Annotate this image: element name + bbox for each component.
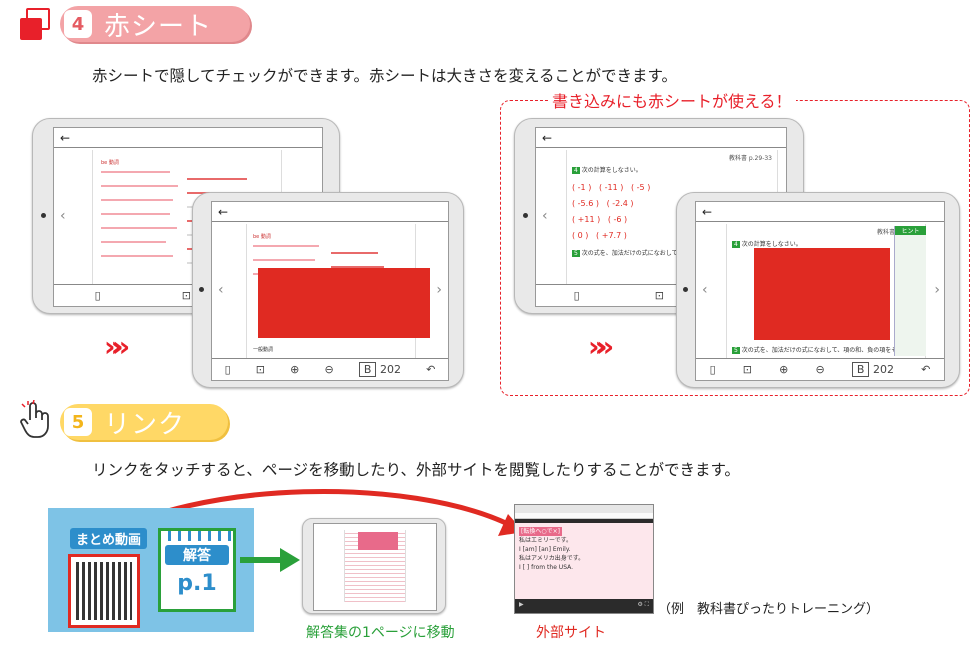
zoom-in-icon[interactable]: ⊕ <box>779 363 789 376</box>
section-4-header: 4 赤シート <box>60 6 250 42</box>
answer: -1 <box>577 183 586 192</box>
answer-link[interactable]: 解答 p.1 <box>158 528 236 612</box>
section-title: リンク <box>104 409 186 440</box>
section-number: 5 <box>64 408 92 436</box>
problem-number: 5 <box>572 250 580 257</box>
bottom-toolbar: ▯ ⊡ ⊕ ⊖ B 202 ↶ <box>696 358 944 380</box>
book-icon[interactable]: ▯ <box>573 289 580 302</box>
zoom-in-icon[interactable]: ⊕ <box>290 363 300 376</box>
answer: 0 <box>577 231 583 240</box>
site-line: 私はエミリーです。 <box>519 537 573 544</box>
answer: -5 <box>636 183 645 192</box>
site-line: 私はアメリカ出身です。 <box>519 555 585 562</box>
answer: -2.4 <box>612 199 628 208</box>
back-arrow-icon[interactable]: ← <box>60 130 71 145</box>
answer: -6 <box>613 215 622 224</box>
chevron-left-icon[interactable]: ‹ <box>218 282 224 298</box>
problem-number: 5 <box>732 347 740 354</box>
tablet-answer-book <box>302 518 446 614</box>
arrow-right-icon <box>240 548 300 572</box>
page-heading: be 動詞 <box>101 160 119 166</box>
tablet-red-sheet: ← be 動詞 一般動詞 ‹ › ▯ ⊡ ⊕ ⊖ B 202 ↶ <box>192 192 464 388</box>
chevron-left-icon[interactable]: ‹ <box>542 208 548 224</box>
answer: -11 <box>604 183 618 192</box>
chevron-left-icon[interactable]: ‹ <box>60 208 66 224</box>
top-bar: ← <box>212 202 448 222</box>
answer-page: p.1 <box>177 571 217 596</box>
zoom-out-icon[interactable]: ⊖ <box>815 363 825 376</box>
red-sheet-overlay[interactable] <box>258 268 430 338</box>
caption-external: 外部サイト <box>536 625 606 641</box>
book-icon[interactable]: ▯ <box>94 289 101 302</box>
tablet-writing-red-sheet: ← 教科書 p.29-33 4 次の計算をしなさい。 5 次の式を、加法だけの式… <box>676 192 960 388</box>
top-bar: ← <box>696 202 944 222</box>
back-arrow-icon[interactable]: ← <box>218 204 229 219</box>
page-indicator[interactable]: B 202 <box>358 362 401 377</box>
hint-label: ヒント <box>895 226 926 235</box>
section-5-description: リンクをタッチすると、ページを移動したり、外部サイトを閲覧したりすることができま… <box>92 461 740 479</box>
problem-text: 次の計算をしなさい。 <box>741 241 802 248</box>
red-sheet-overlay[interactable] <box>754 248 890 340</box>
site-line: I [ ] from the USA. <box>519 564 574 571</box>
fit-page-icon[interactable]: ⊡ <box>654 289 665 302</box>
problem-text: 次の式を、加法だけの式になおして、項の和、負の項をそれぞれ答 <box>741 347 922 354</box>
problem-number: 4 <box>572 167 580 174</box>
site-heading: [転換へ○で×] <box>519 527 562 536</box>
write-in-callout: 書き込みにも赤シートが使える！ <box>548 88 796 112</box>
zoom-out-icon[interactable]: ⊖ <box>324 363 334 376</box>
chevron-right-icon[interactable]: › <box>934 282 940 298</box>
section-5-header: 5 リンク <box>60 404 228 440</box>
video-controls[interactable]: ▶⚙ ⛶ <box>519 601 649 608</box>
chevron-right-icon[interactable]: › <box>436 282 442 298</box>
page-number: 202 <box>872 363 894 376</box>
qr-label: まとめ動画 <box>70 528 148 549</box>
example-note: （例 教科書ぴったりトレーニング） <box>658 602 880 617</box>
problem-number: 4 <box>732 241 740 248</box>
section-4-description: 赤シートで隠してチェックができます。赤シートは大きさを変えることができます。 <box>92 67 677 85</box>
site-line: I [am] [an] Emily. <box>519 546 571 553</box>
problem-text: 次の計算をしなさい。 <box>581 167 642 174</box>
book-icon[interactable]: ▯ <box>709 363 716 376</box>
arrow-chevrons-icon: »» <box>104 330 130 363</box>
answer: +11 <box>577 215 595 224</box>
top-bar: ← <box>536 128 786 148</box>
book-icon[interactable]: ▯ <box>224 363 231 376</box>
top-bar: ← <box>54 128 322 148</box>
arrow-chevrons-icon: »» <box>588 330 614 363</box>
answer: -5.6 <box>577 199 594 208</box>
section-title: 赤シート <box>104 11 213 42</box>
answer: +7.7 <box>601 231 622 240</box>
textbook-ref: 教科書 p.29-33 <box>876 229 920 236</box>
fit-page-icon[interactable]: ⊡ <box>181 289 192 302</box>
page-heading-2: 一般動詞 <box>253 347 274 353</box>
fit-page-icon[interactable]: ⊡ <box>742 363 753 376</box>
answer-label: 解答 <box>165 545 229 565</box>
problem-text: 次の式を、加法だけの式になおして、項の和、負の項をそれぞれ答 <box>581 250 762 257</box>
section-number: 4 <box>64 10 92 38</box>
fit-page-icon[interactable]: ⊡ <box>255 363 266 376</box>
external-site-window: [転換へ○で×] 私はエミリーです。 I [am] [an] Emily. 私は… <box>514 504 654 614</box>
page-box: B <box>851 362 870 377</box>
back-arrow-icon[interactable]: ← <box>702 204 713 219</box>
red-sheet-icon <box>20 8 52 40</box>
tap-hand-icon <box>18 399 52 440</box>
page-indicator[interactable]: B 202 <box>851 362 894 377</box>
back-arrow-icon[interactable]: ← <box>542 130 553 145</box>
textbook-ref: 教科書 p.29-33 <box>728 155 772 162</box>
chevron-left-icon[interactable]: ‹ <box>702 282 708 298</box>
undo-icon[interactable]: ↶ <box>921 363 931 376</box>
page-number: 202 <box>379 363 401 376</box>
page-box: B <box>358 362 377 377</box>
caption-answer: 解答集の1ページに移動 <box>306 625 455 641</box>
undo-icon[interactable]: ↶ <box>426 363 436 376</box>
page-heading: be 動詞 <box>253 234 271 240</box>
hint-panel: ヒント <box>894 226 926 356</box>
bottom-toolbar: ▯ ⊡ ⊕ ⊖ B 202 ↶ <box>212 358 448 380</box>
qr-code[interactable] <box>68 554 140 628</box>
